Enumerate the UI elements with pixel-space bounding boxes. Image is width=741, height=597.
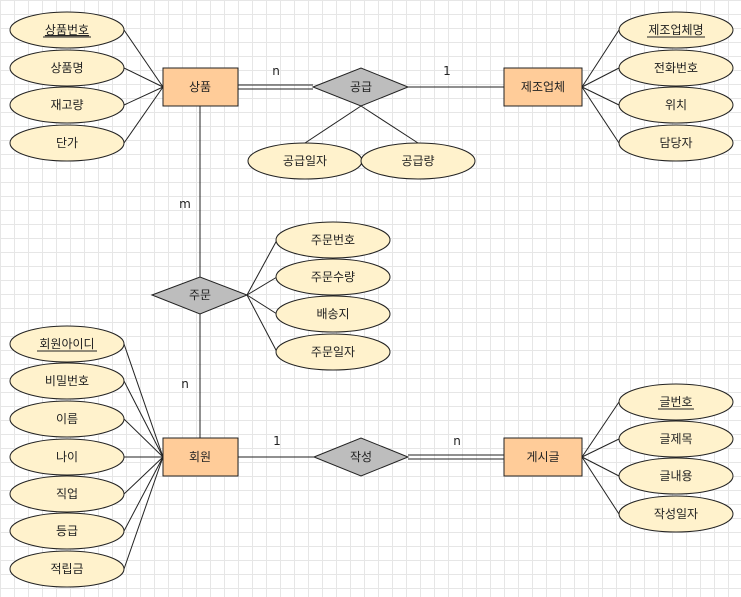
svg-text:게시글: 게시글 bbox=[526, 450, 559, 464]
svg-text:나이: 나이 bbox=[56, 450, 78, 464]
attribute-age: 나이 bbox=[9, 438, 125, 476]
relationship-write: 작성 bbox=[312, 437, 410, 477]
attribute-phone: 전화번호 bbox=[618, 49, 734, 87]
svg-text:글내용: 글내용 bbox=[659, 469, 692, 483]
attribute-supply-date: 공급일자 bbox=[247, 142, 363, 180]
attribute-grade: 등급 bbox=[9, 512, 125, 550]
attribute-post-id: 글번호 bbox=[618, 383, 734, 421]
svg-text:공급량: 공급량 bbox=[401, 154, 434, 168]
entity-product: 상품 bbox=[162, 67, 239, 107]
attribute-contact-person: 담당자 bbox=[618, 124, 734, 162]
svg-text:담당자: 담당자 bbox=[659, 136, 692, 150]
cardinality-supply-manufacturer: 1 bbox=[443, 64, 451, 78]
cardinality-order-member: n bbox=[181, 377, 189, 391]
svg-text:주문: 주문 bbox=[189, 288, 211, 302]
svg-text:작성일자: 작성일자 bbox=[654, 507, 698, 521]
attribute-post-title: 글제목 bbox=[618, 420, 734, 458]
svg-text:비밀번호: 비밀번호 bbox=[45, 374, 89, 388]
attribute-job: 직업 bbox=[9, 475, 125, 513]
svg-text:회원아이디: 회원아이디 bbox=[39, 337, 94, 351]
attribute-order-quantity: 주문수량 bbox=[275, 258, 391, 296]
entity-post: 게시글 bbox=[503, 437, 583, 477]
svg-text:글번호: 글번호 bbox=[659, 395, 692, 409]
attribute-post-content: 글내용 bbox=[618, 457, 734, 495]
attribute-unit-price: 단가 bbox=[9, 124, 125, 162]
relationship-supply: 공급 bbox=[311, 67, 410, 107]
svg-text:상품명: 상품명 bbox=[50, 61, 83, 75]
attribute-shipping-address: 배송지 bbox=[275, 295, 391, 333]
attribute-member-name: 이름 bbox=[9, 400, 125, 438]
svg-text:공급일자: 공급일자 bbox=[283, 154, 327, 168]
svg-text:등급: 등급 bbox=[56, 524, 78, 538]
svg-text:제조업체명: 제조업체명 bbox=[648, 23, 703, 37]
svg-text:위치: 위치 bbox=[665, 98, 687, 112]
attribute-password: 비밀번호 bbox=[9, 362, 125, 400]
attribute-order-date: 주문일자 bbox=[275, 333, 391, 371]
cardinality-write-member: 1 bbox=[273, 434, 281, 448]
attribute-location: 위치 bbox=[618, 86, 734, 124]
svg-text:상품: 상품 bbox=[189, 80, 211, 94]
connector-lines bbox=[123, 29, 620, 570]
svg-text:배송지: 배송지 bbox=[316, 307, 349, 321]
svg-text:회원: 회원 bbox=[189, 450, 211, 464]
svg-text:작성: 작성 bbox=[350, 450, 372, 464]
svg-text:이름: 이름 bbox=[56, 412, 78, 426]
attribute-member-id: 회원아이디 bbox=[9, 325, 125, 363]
attribute-supply-amount: 공급량 bbox=[360, 142, 476, 180]
svg-text:주문번호: 주문번호 bbox=[311, 233, 355, 247]
svg-text:직업: 직업 bbox=[56, 487, 78, 501]
svg-text:제조업체: 제조업체 bbox=[521, 80, 565, 94]
svg-text:재고량: 재고량 bbox=[50, 98, 83, 112]
svg-text:전화번호: 전화번호 bbox=[654, 61, 698, 75]
attribute-order-id: 주문번호 bbox=[275, 221, 391, 259]
attribute-points: 적립금 bbox=[9, 550, 125, 588]
svg-text:단가: 단가 bbox=[56, 136, 78, 150]
relationship-order: 주문 bbox=[150, 276, 249, 315]
attribute-post-date: 작성일자 bbox=[618, 495, 734, 533]
attribute-stock: 재고량 bbox=[9, 86, 125, 124]
svg-text:공급: 공급 bbox=[350, 80, 372, 94]
svg-text:주문일자: 주문일자 bbox=[311, 345, 355, 359]
attribute-product-name: 상품명 bbox=[9, 49, 125, 87]
cardinality-supply-product: n bbox=[272, 64, 280, 78]
svg-text:글제목: 글제목 bbox=[659, 432, 692, 446]
entity-manufacturer: 제조업체 bbox=[503, 67, 583, 107]
attribute-manufacturer-name: 제조업체명 bbox=[618, 11, 734, 49]
cardinality-write-post: n bbox=[453, 434, 461, 448]
svg-text:적립금: 적립금 bbox=[50, 562, 83, 576]
attribute-product-id: 상품번호 bbox=[9, 11, 125, 49]
svg-text:주문수량: 주문수량 bbox=[311, 270, 355, 284]
cardinality-order-product: m bbox=[179, 197, 191, 211]
entity-member: 회원 bbox=[162, 437, 239, 477]
svg-text:상품번호: 상품번호 bbox=[45, 23, 89, 37]
